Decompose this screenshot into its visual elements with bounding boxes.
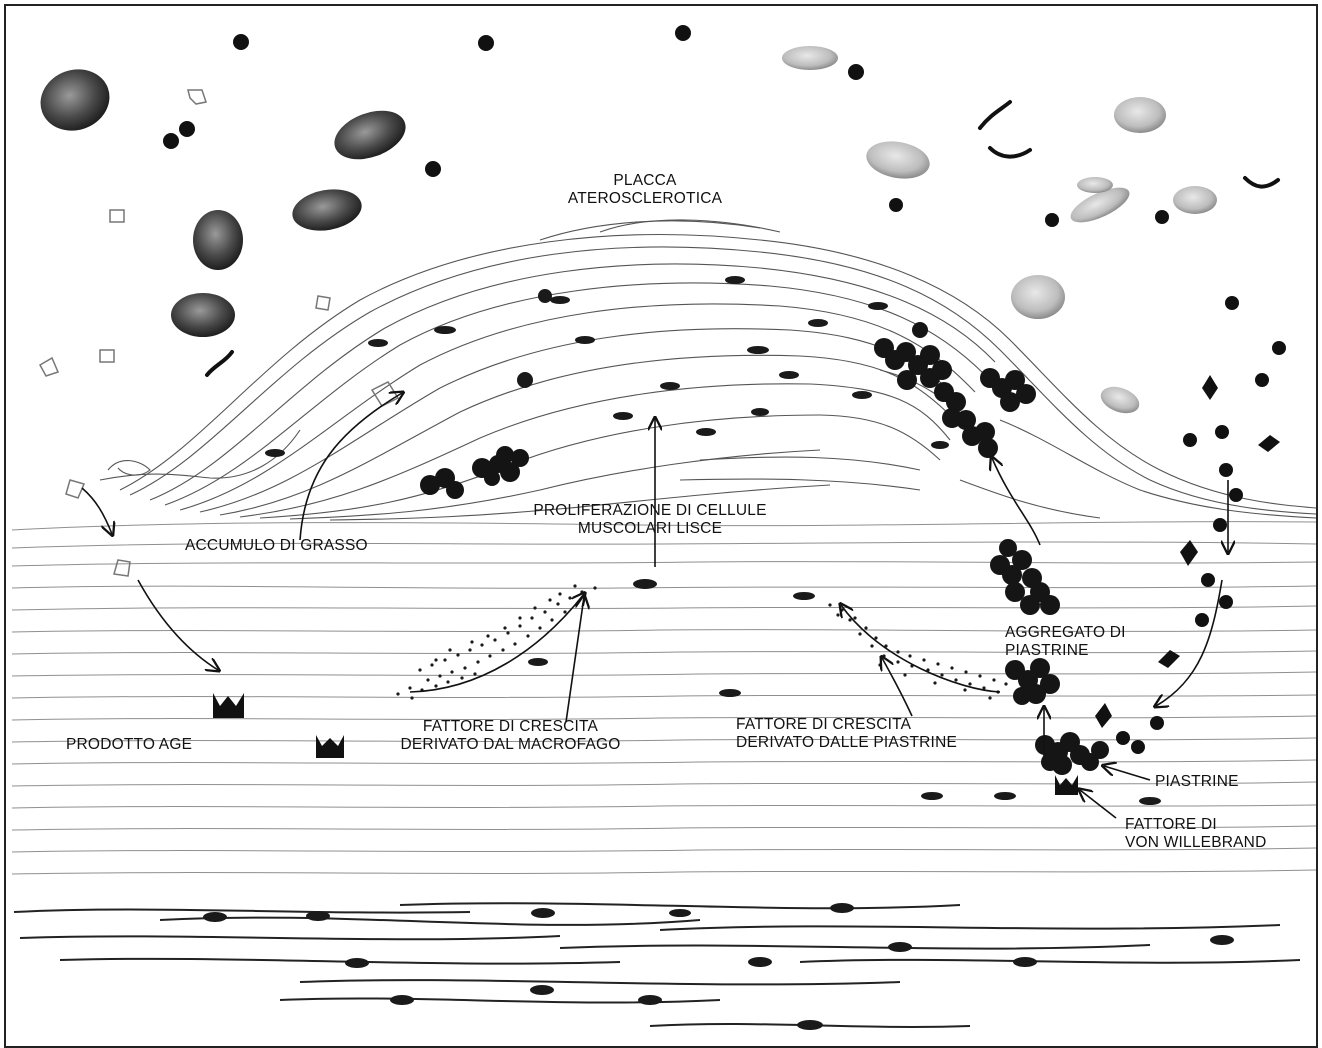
label-accumulo: ACCUMULO DI GRASSO	[185, 537, 368, 555]
label-fattore-macrofago-line2: DERIVATO DAL MACROFAGO	[368, 736, 653, 754]
plaque-fibers	[100, 220, 1316, 520]
label-fattore-piastrine: FATTORE DI CRESCITA DERIVATO DALLE PIAST…	[736, 716, 957, 752]
red-blood-cells	[32, 46, 1217, 418]
vessel-wall-fibers	[12, 522, 1316, 874]
arrow-to-age	[138, 580, 218, 670]
label-piastrine: PIASTRINE	[1155, 773, 1239, 791]
label-aggregato-line1: AGGREGATO DI	[1005, 624, 1126, 642]
label-proliferazione-line1: PROLIFERAZIONE DI CELLULE	[505, 502, 795, 520]
label-von-willebrand-line2: VON WILLEBRAND	[1125, 834, 1266, 852]
fat-cells	[420, 446, 529, 499]
label-prodotto-age: PRODOTTO AGE	[66, 736, 192, 754]
label-fattore-macrofago: FATTORE DI CRESCITA DERIVATO DAL MACROFA…	[368, 718, 653, 754]
label-fattore-piastrine-line1: FATTORE DI CRESCITA	[736, 716, 957, 734]
label-fattore-piastrine-line2: DERIVATO DALLE PIASTRINE	[736, 734, 957, 752]
arrow-fattore-piastrine-label	[882, 658, 912, 716]
arrow-piastrine-growth	[841, 605, 1000, 692]
platelet-aggregates	[874, 322, 1109, 775]
label-piastrine-line1: PIASTRINE	[1155, 773, 1239, 791]
label-accumulo-line1: ACCUMULO DI GRASSO	[185, 537, 368, 555]
arrow-fattore-macrofago-label	[566, 597, 584, 722]
label-fattore-macrofago-line1: FATTORE DI CRESCITA	[368, 718, 653, 736]
label-prodotto-age-line1: PRODOTTO AGE	[66, 736, 192, 754]
label-aggregato: AGGREGATO DI PIASTRINE	[1005, 624, 1126, 660]
label-placca-line1: PLACCA	[565, 172, 725, 190]
label-placca: PLACCA ATEROSCLEROTICA	[565, 172, 725, 208]
arrow-piastrine-label	[1104, 766, 1150, 780]
arrow-aggregate-up	[992, 458, 1040, 545]
growth-factor-macrophage	[396, 584, 596, 699]
label-proliferazione: PROLIFERAZIONE DI CELLULE MUSCOLARI LISC…	[505, 502, 795, 538]
arrow-particles-curve	[1156, 580, 1222, 706]
arrow-vonwillebrand	[1080, 790, 1116, 818]
activated-platelets	[1095, 375, 1280, 728]
label-von-willebrand-line1: FATTORE DI	[1125, 816, 1266, 834]
label-proliferazione-line2: MUSCOLARI LISCE	[505, 520, 795, 538]
label-aggregato-line2: PIASTRINE	[1005, 642, 1126, 660]
label-von-willebrand: FATTORE DI VON WILLEBRAND	[1125, 816, 1266, 852]
label-placca-line2: ATEROSCLEROTICA	[565, 190, 725, 208]
